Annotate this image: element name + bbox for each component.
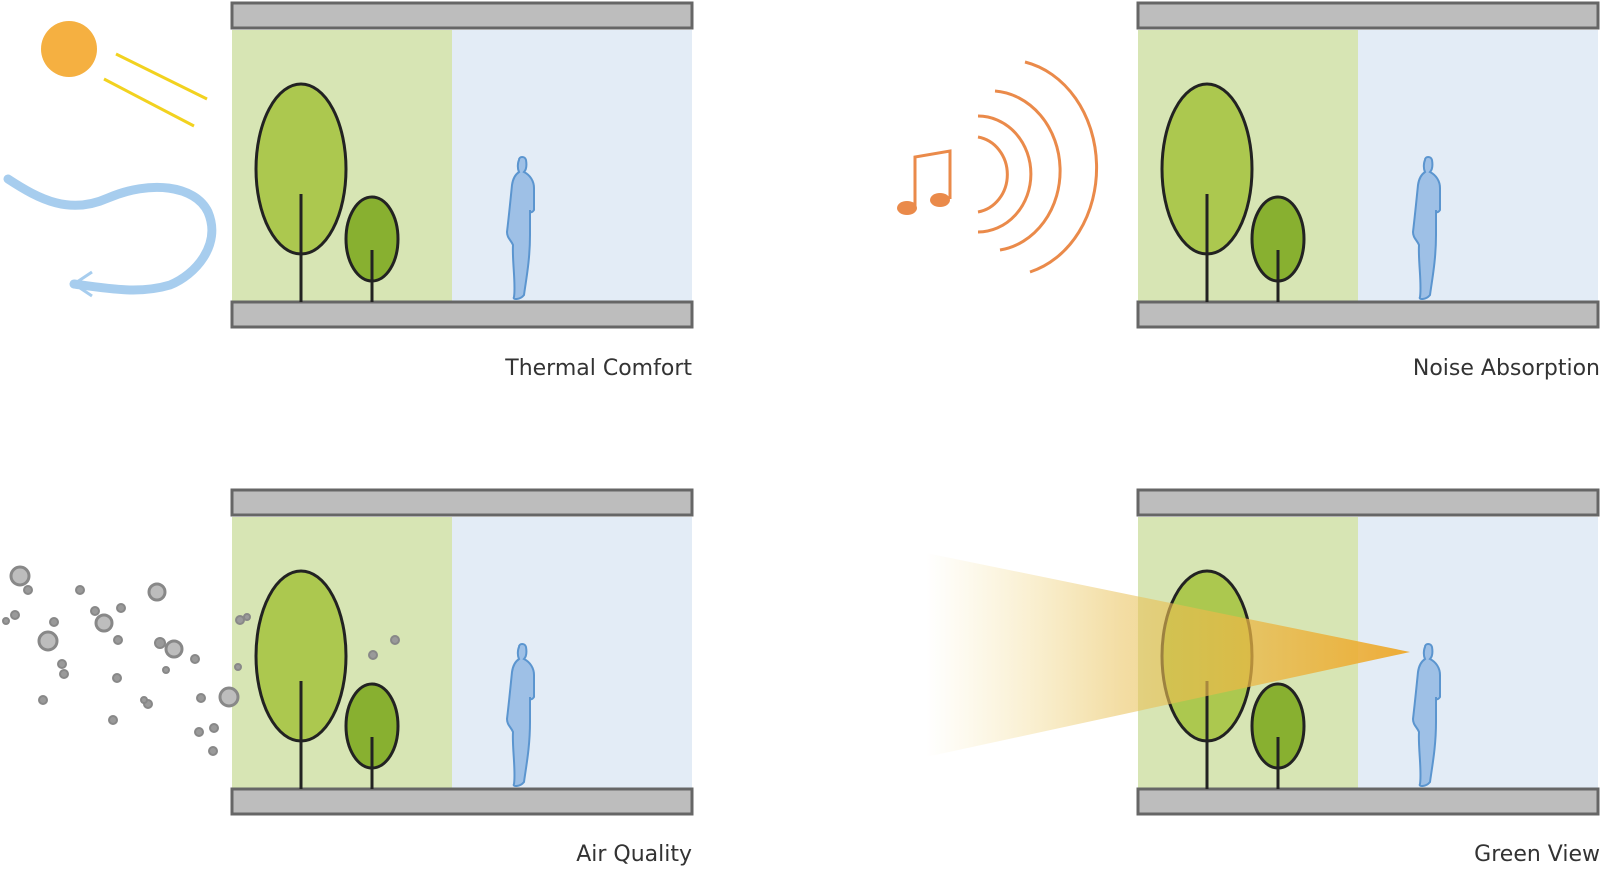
particle-dot (116, 603, 126, 613)
tree-icon (254, 569, 348, 789)
section-thermal (230, 1, 694, 329)
sound-wave-icon (977, 60, 1099, 274)
sun-icon (41, 21, 208, 128)
tree-icon (254, 82, 348, 302)
tree-icon (1160, 82, 1254, 302)
particle-dot (196, 693, 206, 703)
particle-dot (37, 630, 59, 652)
interior-zone (452, 517, 692, 789)
tree-icon (1250, 195, 1306, 302)
section-air (230, 488, 694, 816)
interior-zone (452, 30, 692, 302)
wind-icon (3, 174, 217, 298)
floor-slab (1136, 300, 1600, 329)
music-note-icon (897, 149, 952, 215)
particle-dot (209, 723, 219, 733)
interior-zone (1358, 30, 1598, 302)
particle-dot (154, 637, 166, 649)
particle-dot (140, 696, 148, 704)
particle-dot (94, 613, 114, 633)
particle-dot (194, 727, 204, 737)
particle-dot (9, 565, 31, 587)
particle-dot (243, 613, 251, 621)
caption-noise-absorption: Noise Absorption (1412, 356, 1600, 381)
particle-icon (2, 565, 400, 756)
particle-dot (208, 746, 218, 756)
person-icon (505, 156, 535, 301)
section-noise (1136, 1, 1600, 329)
tree-icon (344, 682, 400, 789)
floor-slab (230, 300, 694, 329)
particle-dot (90, 606, 100, 616)
particle-dot (113, 635, 123, 645)
particle-dot (162, 666, 170, 674)
particle-dot (368, 650, 378, 660)
particle-dot (190, 654, 200, 664)
floor-slab (1136, 787, 1600, 816)
particle-dot (108, 715, 118, 725)
person-icon (1411, 156, 1441, 301)
floor-slab (230, 787, 694, 816)
ceiling-slab (1136, 488, 1600, 517)
particle-dot (234, 663, 242, 671)
particle-dot (57, 659, 67, 669)
tree-icon (344, 195, 400, 302)
particle-dot (112, 673, 122, 683)
person-icon (505, 643, 535, 788)
particle-dot (164, 639, 184, 659)
particle-dot (235, 615, 245, 625)
particle-dot (75, 585, 85, 595)
particle-dot (38, 695, 48, 705)
particle-dot (147, 582, 167, 602)
particle-dot (2, 617, 10, 625)
particle-dot (10, 610, 20, 620)
ceiling-slab (230, 1, 694, 30)
caption-thermal-comfort: Thermal Comfort (505, 356, 692, 381)
person-icon (1411, 643, 1441, 788)
particle-dot (59, 669, 69, 679)
ceiling-slab (230, 488, 694, 517)
particle-dot (23, 585, 33, 595)
view-cone-icon (926, 553, 1410, 757)
tree-icon (1250, 682, 1306, 789)
particle-dot (390, 635, 400, 645)
ceiling-slab (1136, 1, 1600, 30)
caption-green-view: Green View (1474, 842, 1600, 867)
caption-air-quality: Air Quality (576, 842, 692, 867)
particle-dot (218, 686, 240, 708)
particle-dot (49, 617, 59, 627)
